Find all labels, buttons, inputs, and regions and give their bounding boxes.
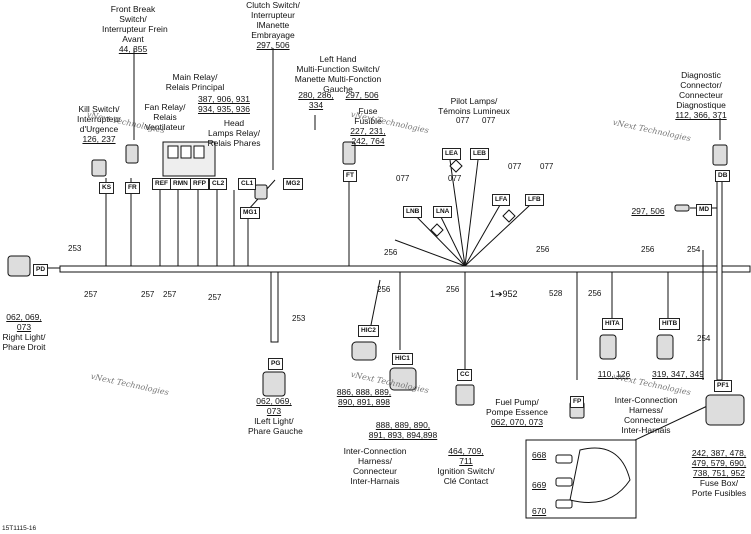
- fuse-box-glyph: [705, 394, 745, 426]
- fuse-670-glyph: [555, 499, 573, 509]
- tag-mg2: MG2: [283, 178, 304, 190]
- tag-hitb: HITB: [659, 318, 681, 330]
- clutch-connector: [254, 184, 268, 200]
- hitb-connector: [656, 334, 674, 360]
- tag-fp: FP: [570, 396, 585, 408]
- wire-code: 077: [482, 116, 496, 125]
- fuse-connector: [342, 141, 356, 165]
- left-light-label: 062, 069,073 lLeft Light/Phare Gauche: [248, 396, 303, 436]
- wire-code: 077: [448, 174, 462, 183]
- tag-ks: KS: [99, 182, 115, 194]
- fuse-669-glyph: [555, 477, 573, 487]
- tag-mg1: MG1: [240, 207, 261, 219]
- wire-code: 256: [377, 285, 391, 294]
- md-ref: 297, 506: [631, 206, 665, 216]
- tag-hic2: HIC2: [358, 325, 379, 337]
- wire-code: 528: [549, 289, 563, 298]
- tag-db: DB: [715, 170, 731, 182]
- fuse-670: 670: [532, 506, 547, 516]
- tag-lfb: LFB: [525, 194, 544, 206]
- fuse-668-glyph: [555, 454, 573, 464]
- figure-id: 15T1115-16: [2, 525, 37, 532]
- tag-cl2: CL2: [209, 178, 228, 190]
- fuel-pump-label: Fuel Pump/Pompe Essence 062, 070, 073: [486, 397, 548, 427]
- tag-pg: PG: [268, 358, 284, 370]
- wire-code: 256: [446, 285, 460, 294]
- right-light-connector: [7, 255, 31, 277]
- tag-lnb: LNB: [403, 206, 423, 218]
- left-light-connector: [262, 371, 286, 397]
- ignition-connector: [455, 384, 475, 406]
- wire-code: 256: [588, 289, 602, 298]
- wire-code: 254: [697, 334, 711, 343]
- wire-code: 077: [396, 174, 410, 183]
- tag-hita: HITA: [602, 318, 623, 330]
- tag-pf1: PF1: [714, 380, 732, 392]
- tag-lea: LEA: [442, 148, 461, 160]
- wire-code: 256: [641, 245, 655, 254]
- wire-code: 253: [292, 314, 306, 323]
- wire-code: 257: [208, 293, 222, 302]
- wire-code: 257: [163, 290, 177, 299]
- tag-lna: LNA: [433, 206, 453, 218]
- kill-switch-connector: [91, 159, 107, 177]
- right-light-label: 062, 069,073 Right Light/Phare Droit: [2, 312, 46, 352]
- wire-code: 256: [536, 245, 550, 254]
- wire-code: 257: [84, 290, 98, 299]
- tag-ft: FT: [343, 170, 357, 182]
- main-relay-label: Main Relay/Relais Principal: [165, 72, 225, 92]
- left-hand-ref-a: 280, 286,334: [298, 90, 334, 110]
- main-harness: [59, 265, 751, 273]
- fuse-668: 668: [532, 450, 547, 460]
- wire-code: 257: [141, 290, 155, 299]
- hitb-ref: 319, 347, 349: [652, 369, 704, 379]
- hic1-connector: [389, 367, 417, 391]
- wire-code: 256: [384, 248, 398, 257]
- fuse-box-label: 242, 387, 478,479, 579, 690, 738, 751, 9…: [691, 448, 747, 498]
- pilot-lamps-label: Pilot Lamps/Témoins Lumineux: [438, 96, 510, 116]
- left-hand-ref-b: 297, 506: [345, 90, 379, 100]
- wire-code: 254: [687, 245, 701, 254]
- tag-cl1: CL1: [238, 178, 257, 190]
- wire-code: 077: [508, 162, 522, 171]
- wire-code: 1➔952: [490, 289, 518, 299]
- front-brake-connector: [125, 144, 139, 164]
- wire-code: 077: [540, 162, 554, 171]
- tag-rfp: RFP: [190, 178, 209, 190]
- tag-pd: PD: [33, 264, 49, 276]
- tag-leb: LEB: [470, 148, 489, 160]
- wire-code: 253: [68, 244, 82, 253]
- fuse-669: 669: [532, 480, 547, 490]
- ignition-switch-label: 464, 709,711 Ignition Switch/Clé Contact: [437, 446, 495, 486]
- hic2-connector: [351, 341, 377, 361]
- tag-lfa: LFA: [492, 194, 511, 206]
- harness-branch-db: [716, 179, 723, 381]
- hita-connector: [599, 334, 617, 360]
- tag-cc: CC: [457, 369, 473, 381]
- tag-rmn: RMN: [170, 178, 191, 190]
- tag-fr: FR: [125, 182, 140, 194]
- md-pin: [674, 204, 690, 212]
- tag-md: MD: [696, 204, 713, 216]
- hita-ref: 110, 126: [597, 369, 631, 379]
- harness-branch-pg: [270, 271, 279, 343]
- tag-ref: REF: [152, 178, 171, 190]
- wire-code: 077: [456, 116, 470, 125]
- tag-hic1: HIC1: [392, 353, 413, 365]
- hic1-ref: 888, 889, 890,891, 893, 894,898: [368, 420, 438, 440]
- hic2-ref: 886, 888, 889,890, 891, 898: [336, 387, 392, 407]
- diag-connector: [712, 144, 728, 166]
